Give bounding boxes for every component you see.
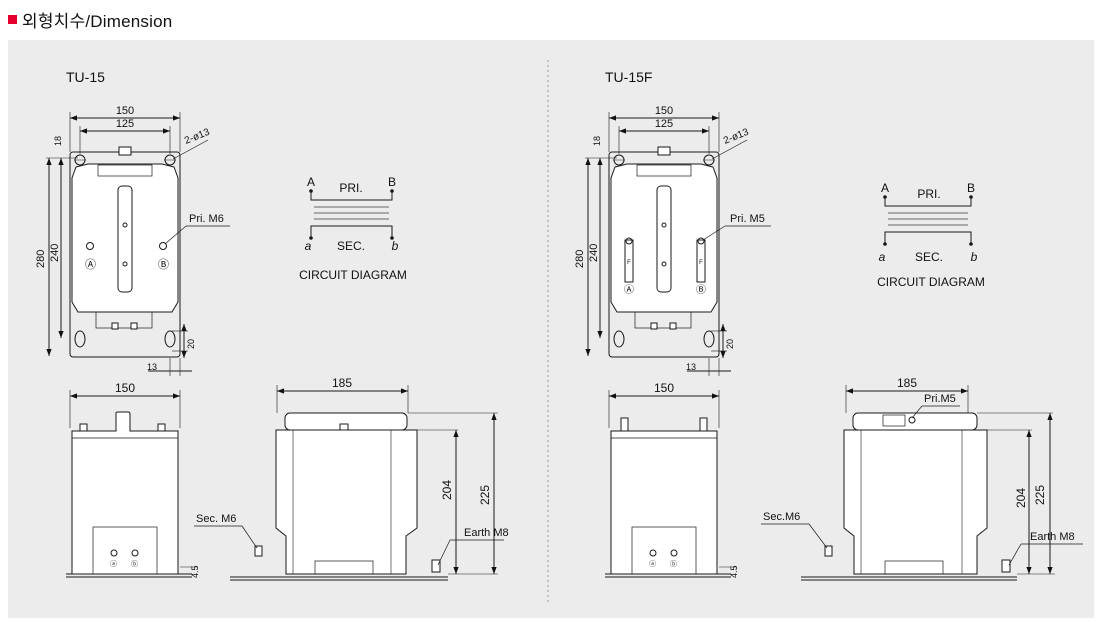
side-body (610, 430, 718, 575)
fuse-holder-right (696, 239, 706, 283)
dim-185: 185 (332, 376, 352, 390)
circuit-a: a (879, 250, 886, 264)
circuit-pri: PRI. (339, 181, 362, 195)
dim-125: 125 (116, 118, 134, 130)
fuse-label: F (627, 260, 631, 266)
circuit-B: B (388, 175, 396, 189)
drawing-tu15: TU-15 150 125 2-ø13 18 280 240 Ⓐ Ⓑ P (35, 69, 509, 581)
terminal-A: Ⓐ (85, 258, 96, 271)
circuit-A: A (307, 175, 315, 189)
label-earth: Earth M8 (464, 527, 509, 539)
circuit-pri: PRI. (917, 187, 940, 201)
dimension-panel: TU-15 150 125 2-ø13 18 280 240 Ⓐ Ⓑ P (8, 40, 1094, 618)
red-square-icon (8, 14, 17, 24)
dim-150: 150 (655, 105, 673, 117)
dim-225: 225 (1033, 485, 1047, 505)
circuit-caption: CIRCUIT DIAGRAM (877, 275, 985, 289)
elevation-body (275, 429, 418, 575)
dim-13: 13 (686, 362, 696, 372)
terminal-b: ⓑ (131, 560, 138, 568)
dim-hole: 2-ø13 (183, 127, 212, 147)
dim-150: 150 (116, 105, 134, 117)
dim-4-5: 4.5 (190, 565, 200, 578)
section-title: 외형치수/Dimension (22, 11, 173, 31)
circuit-A: A (881, 181, 889, 195)
fuse-holder-left (624, 239, 634, 283)
circuit-b: b (971, 250, 978, 264)
side-body (71, 411, 179, 575)
dim-240: 240 (588, 244, 600, 262)
terminal-a: ⓐ (110, 560, 117, 568)
dim-204: 204 (1014, 488, 1028, 508)
circuit-sec: SEC. (337, 239, 365, 253)
dim-204: 204 (440, 480, 454, 500)
fuse-label: F (699, 260, 703, 266)
dim-side-150: 150 (654, 381, 674, 395)
model-label: TU-15 (66, 69, 105, 85)
terminal-b: ⓑ (670, 560, 677, 568)
dim-125: 125 (655, 118, 673, 130)
dim-185: 185 (897, 376, 917, 390)
dim-18: 18 (592, 136, 602, 146)
drawing-tu15f: TU-15F 150 125 2-ø13 18 280 240 F F Ⓐ Ⓑ (574, 69, 1083, 581)
dim-18: 18 (53, 136, 63, 146)
section-header: 외형치수/Dimension (8, 8, 173, 31)
label-pri: Pri. M5 (730, 213, 765, 225)
dim-280: 280 (35, 250, 47, 268)
elevation-body (843, 429, 988, 575)
label-sec: Sec.M6 (763, 511, 800, 523)
circuit-caption: CIRCUIT DIAGRAM (299, 268, 407, 282)
front-body (71, 163, 179, 313)
dim-20: 20 (725, 339, 735, 349)
terminal-B: Ⓑ (158, 258, 169, 271)
dim-13: 13 (147, 362, 157, 372)
label-earth: Earth M8 (1030, 531, 1075, 543)
dim-20: 20 (186, 339, 196, 349)
label-pri-top: Pri.M5 (924, 393, 956, 405)
dim-4-5: 4.5 (729, 565, 739, 578)
dim-hole: 2-ø13 (722, 127, 751, 147)
terminal-B: Ⓑ (696, 284, 706, 296)
front-body (610, 163, 718, 313)
circuit-sec: SEC. (915, 250, 943, 264)
dim-280: 280 (574, 250, 586, 268)
dim-225: 225 (478, 485, 492, 505)
terminal-A: Ⓐ (624, 284, 634, 296)
label-pri: Pri. M6 (189, 213, 224, 225)
label-sec: Sec. M6 (196, 513, 236, 525)
model-label: TU-15F (605, 69, 652, 85)
circuit-B: B (967, 181, 975, 195)
dim-240: 240 (49, 244, 61, 262)
dim-side-150: 150 (115, 381, 135, 395)
dimension-drawing: TU-15 150 125 2-ø13 18 280 240 Ⓐ Ⓑ P (35, 60, 1083, 605)
terminal-a: ⓐ (649, 560, 656, 568)
fuse-box (882, 414, 906, 427)
circuit-b: b (392, 239, 399, 253)
circuit-a: a (305, 239, 312, 253)
